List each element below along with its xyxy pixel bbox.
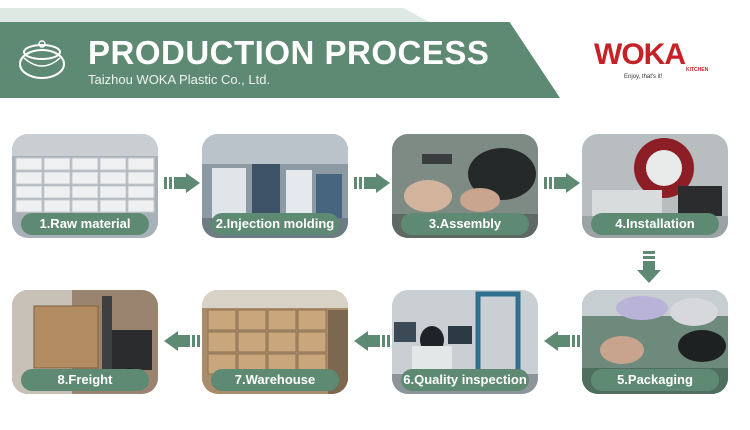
step-installation: 4.Installation xyxy=(582,134,728,238)
arrow-down-icon xyxy=(637,251,661,283)
step-label: 3.Assembly xyxy=(401,213,529,235)
arrow-right-icon xyxy=(164,173,200,193)
brand-tagline: Enjoy, that's it! xyxy=(624,74,663,80)
arrow-right-icon xyxy=(544,173,580,193)
step-raw-material: 1.Raw material xyxy=(12,134,158,238)
arrow-right-icon xyxy=(354,173,390,193)
step-quality-inspection: 6.Quality inspection xyxy=(392,290,538,394)
company-name: Taizhou WOKA Plastic Co., Ltd. xyxy=(88,72,271,87)
arrow-left-icon xyxy=(164,331,200,351)
page-title: PRODUCTION PROCESS xyxy=(88,34,490,71)
arrow-left-icon xyxy=(544,331,580,351)
arrow-left-icon xyxy=(354,331,390,351)
brand-logo: WOKA KITCHEN Enjoy, that's it! xyxy=(572,38,732,94)
step-label: 8.Freight xyxy=(21,369,149,391)
step-warehouse: 7.Warehouse xyxy=(202,290,348,394)
step-packaging: 5.Packaging xyxy=(582,290,728,394)
step-label: 2.Injection molding xyxy=(211,213,339,235)
step-label: 7.Warehouse xyxy=(211,369,339,391)
brand-name: WOKA xyxy=(594,38,686,71)
step-label: 5.Packaging xyxy=(591,369,719,391)
step-injection-molding: 2.Injection molding xyxy=(202,134,348,238)
step-label: 1.Raw material xyxy=(21,213,149,235)
step-label: 6.Quality inspection xyxy=(401,369,529,391)
header-banner: PRODUCTION PROCESS Taizhou WOKA Plastic … xyxy=(0,22,560,98)
step-freight: 8.Freight xyxy=(12,290,158,394)
brand-kitchen: KITCHEN xyxy=(686,67,709,73)
kitchenware-icon xyxy=(19,40,65,79)
step-label: 4.Installation xyxy=(591,213,719,235)
step-assembly: 3.Assembly xyxy=(392,134,538,238)
